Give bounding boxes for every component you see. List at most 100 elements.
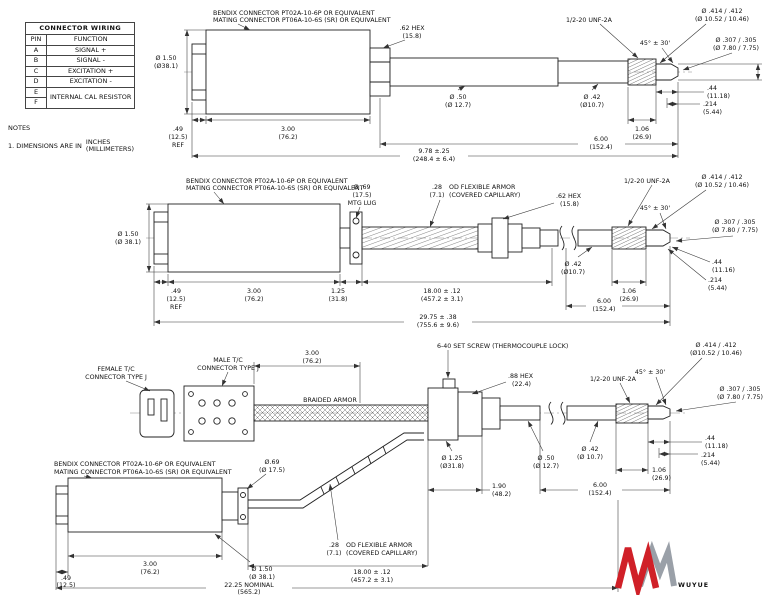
table-cell: EXCITATION - (45, 76, 136, 88)
v1-label-chamfer: 45° ± 30' (640, 39, 670, 47)
v1-label-body-od-in: Ø 1.50 (156, 54, 177, 62)
v3-label-armor-1: OD FLEXIBLE ARMOR (346, 542, 413, 549)
v2-label-lug-note: MTG LUG (348, 200, 377, 207)
v2-dim-44-mm: (11.16) (712, 267, 735, 274)
v3-label-hex-mm: (22.4) (512, 381, 531, 388)
v3-dim-armor-len-mm: (457.2 ± 3.1) (351, 577, 393, 584)
v2-label-armor-mm: (7.1) (430, 192, 445, 199)
v3-label-armor-mm: (7.1) (327, 550, 342, 557)
v2-dim-ref-mm: (12.5) (167, 296, 186, 303)
v1-dim-stem-len-mm: (152.4) (590, 144, 613, 151)
v2-label-end-od-mm: (Ø 7.80 / 7.75) (712, 226, 758, 234)
v2-dim-flange-len-mm: (31.8) (329, 296, 348, 303)
table-cell: F (25, 97, 47, 109)
v2-label-thread: 1/2-20 UNF-2A (624, 178, 671, 185)
v3-dim-44-mm: (11.18) (705, 443, 728, 450)
v2-label-armor-in: .28 (432, 184, 442, 191)
v1-dim-ref-in: .49 (173, 126, 183, 133)
v3-label-neck-od-in: Ø .42 (582, 445, 599, 453)
v3-label-hex-in: .88 HEX (508, 373, 534, 380)
v3-dim-ref-in: .49 (61, 575, 71, 582)
notes-units-mm: (MILLIMETERS) (85, 145, 135, 154)
v2-label-neck-od-mm: (Ø10.7) (561, 268, 585, 276)
v3-dim-ref-mm: (12.5) (57, 582, 76, 589)
view1-labels: BENDIX CONNECTOR PT02A-10-6P OR EQUIVALE… (154, 7, 759, 163)
v3-label-setscrew: 6-40 SET SCREW (THERMOCOUPLE LOCK) (437, 343, 568, 350)
v3-dim-body-len-mm: (76.2) (141, 569, 160, 576)
v2-dim-flange-len-in: 1.25 (331, 288, 345, 295)
v3-label-end-od-mm: (Ø 7.80 / 7.75) (717, 393, 763, 401)
v3-label-bendix-2: MATING CONNECTOR PT06A-10-6S (SR) OR EQU… (54, 469, 232, 476)
v3-label-stem-od-mm: (Ø 12.7) (533, 462, 559, 470)
v1-label-neck-od-in: Ø .42 (584, 93, 601, 101)
v1-label-end-od-mm: (Ø 7.80 / 7.75) (713, 44, 759, 52)
v1-dim-44-mm: (11.18) (707, 93, 730, 100)
notes: NOTES 1. DIMENSIONS ARE IN INCHES (MILLI… (8, 124, 134, 154)
v2-dim-total-in: 29.75 ± .38 (419, 314, 456, 321)
v3-label-end-od-in: Ø .307 / .305 (719, 385, 760, 393)
view2-dimension-lines (146, 184, 734, 326)
v1-dim-ref-mm: (12.5) (169, 134, 188, 141)
v1-dim-total-mm: (248.4 ± 6.4) (413, 156, 455, 163)
v2-label-lug-mm: (17.5) (353, 192, 372, 199)
v3-dim-lead-len-mm: (76.2) (303, 358, 322, 365)
v2-dim-armor-len-in: 18.00 ± .12 (423, 288, 460, 295)
v3-label-lug-od-mm: (Ø 17.5) (259, 466, 285, 474)
v3-label-fit-od-in: Ø 1.25 (442, 454, 463, 462)
v2-label-hex-in: .62 HEX (556, 193, 582, 200)
v3-label-tip-od-mm: (Ø10.52 / 10.46) (690, 349, 742, 357)
v2-label-body-od-in: Ø 1.50 (118, 230, 139, 238)
notes-units: INCHES (MILLIMETERS) (85, 138, 135, 154)
v2-dim-body-len-mm: (76.2) (245, 296, 264, 303)
view2-geometry (146, 203, 690, 273)
v2-label-neck-od-in: Ø .42 (565, 260, 582, 268)
v2-dim-ref-note: REF (170, 304, 182, 311)
v1-dim-ref-note: REF (172, 142, 184, 149)
v3-label-neck-od-mm: (Ø 10.7) (577, 453, 603, 461)
v3-dim-thread-len-in: 1.06 (652, 467, 666, 474)
view3-dimension-lines (55, 350, 737, 592)
v3-label-body-od-mm: (Ø 38.1) (249, 573, 275, 581)
logo: WUYUE (614, 540, 709, 595)
v3-label-bendix-1: BENDIX CONNECTOR PT02A-10-6P OR EQUIVALE… (54, 461, 216, 468)
v3-dim-armor-len-in: 18.00 ± .12 (353, 569, 390, 576)
table-cell: INTERNAL CAL RESISTOR (45, 86, 136, 109)
v2-label-hex-mm: (15.8) (560, 201, 579, 208)
v2-dim-44-in: .44 (712, 259, 722, 266)
v3-label-body-od-in: Ø 1.50 (252, 565, 273, 573)
v3-dim-stem-len-mm: (152.4) (589, 490, 612, 497)
v2-label-chamfer: 45° ± 30' (640, 204, 670, 212)
logo-wordmark: WUYUE (678, 582, 709, 589)
v1-dim-stem-len-in: 6.00 (594, 136, 608, 143)
notes-units-inches: INCHES (85, 138, 111, 146)
v2-label-armor-1: OD FLEXIBLE ARMOR (449, 184, 516, 191)
view3-geometry (55, 378, 688, 533)
v3-dim-total-in: 22.25 NOMINAL (224, 582, 274, 589)
v3-label-male-2: CONNECTOR TYPE J (197, 365, 259, 372)
v3-label-armor-2: (COVERED CAPILLARY) (346, 550, 417, 557)
v1-label-stem-od-mm: (Ø 12.7) (445, 101, 471, 109)
v3-label-thread: 1/2-20 UNF-2A (590, 376, 637, 383)
v3-label-lug-od-in: Ø.69 (265, 458, 280, 466)
notes-heading: NOTES (8, 124, 31, 132)
v1-label-thread: 1/2-20 UNF-2A (566, 17, 613, 24)
v1-label-bendix-2: MATING CONNECTOR PT06A-10-6S (SR) OR EQU… (213, 17, 391, 24)
v1-label-tip-od-mm: (Ø 10.52 / 10.46) (695, 15, 749, 23)
connector-wiring-table: CONNECTOR WIRING PIN FUNCTION A SIGNAL +… (24, 21, 136, 109)
v3-label-tip-od-in: Ø .414 / .412 (695, 341, 736, 349)
v3-label-male-1: MALE T/C (213, 357, 243, 364)
v1-label-hex-in: .62 HEX (399, 25, 425, 32)
table-row: F (25, 97, 135, 109)
v3-dim-total-mm: (565.2) (238, 589, 261, 595)
v3-label-female-2: CONNECTOR TYPE J (85, 374, 147, 381)
v2-label-lug-in: Ø .69 (354, 183, 371, 191)
v2-label-tip-od-mm: (Ø 10.52 / 10.46) (695, 181, 749, 189)
v1-dim-214-mm: (5.44) (703, 109, 722, 116)
v1-label-body-od-mm: (Ø38.1) (154, 62, 178, 70)
v3-label-female-1: FEMALE T/C (97, 366, 135, 373)
v1-dim-thread-len-in: 1.06 (635, 126, 649, 133)
logo-mark-red-icon (614, 541, 660, 595)
v3-dim-214-in: .214 (701, 452, 715, 459)
